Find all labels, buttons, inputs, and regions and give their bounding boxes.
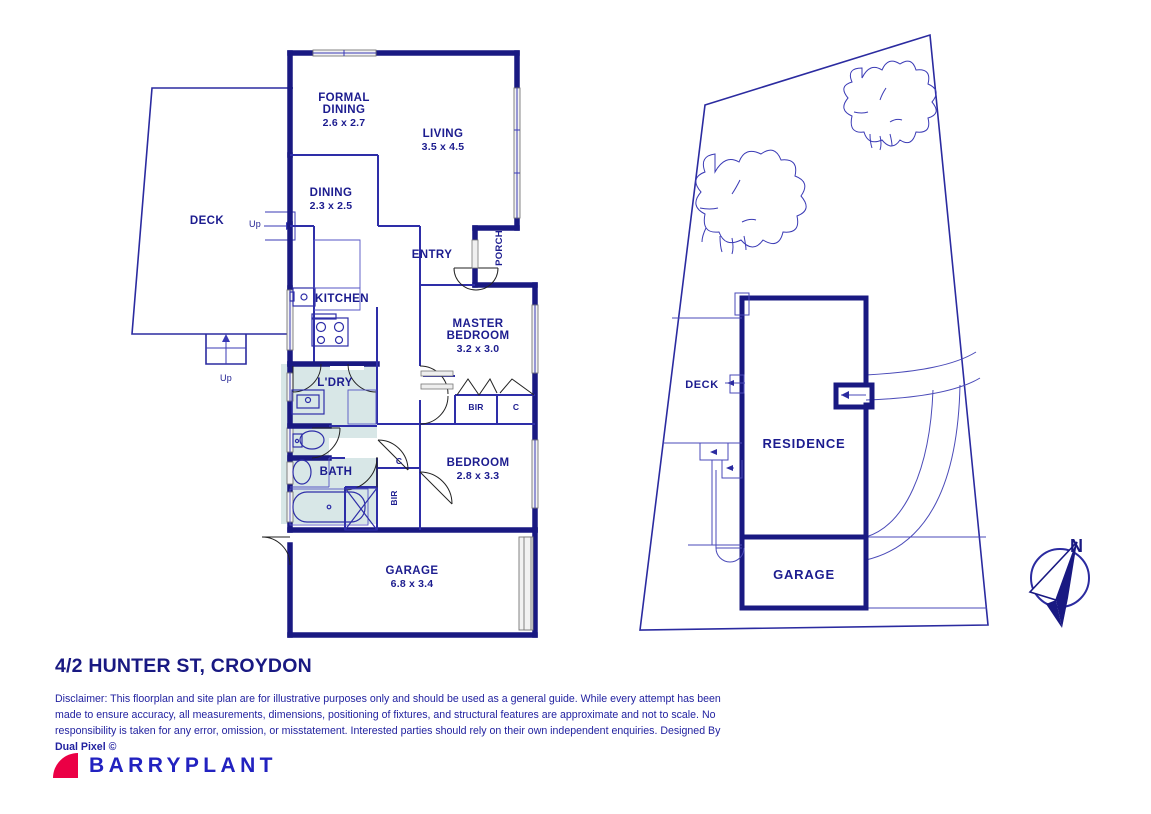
barryplant-logo-text: BARRYPLANT [89, 753, 277, 777]
bath-label: BATH [320, 466, 353, 478]
master-wardrobe-doors [456, 378, 535, 396]
porch-label: PORCH [494, 230, 505, 266]
site-residence-block [739, 295, 875, 611]
kitchen-label: KITCHEN [315, 293, 369, 305]
deck-outline [131, 87, 293, 365]
door-swings [261, 239, 499, 566]
site-arrows [710, 292, 866, 471]
disclaimer-body: Disclaimer: This floorplan and site plan… [55, 693, 721, 738]
wet-area-tint [281, 364, 377, 524]
disclaimer-text: Disclaimer: This floorplan and site plan… [55, 691, 735, 755]
site-driveway [865, 351, 987, 609]
site-boundary [639, 33, 989, 631]
ldry-label: L'DRY [317, 377, 353, 389]
bedroom2-bir-label: BIR [389, 490, 399, 505]
toilet-fixture [292, 430, 325, 450]
site-garage-label: GARAGE [773, 567, 835, 582]
master-bir-label: BIR [468, 402, 483, 412]
formal-dining-dim: 2.6 x 2.7 [323, 117, 366, 129]
window-master [531, 304, 539, 374]
barryplant-logo-icon [53, 753, 78, 778]
disclaimer-designer: Dual Pixel © [55, 741, 117, 754]
site-residence-label: RESIDENCE [762, 436, 845, 451]
step-up-label: Up [220, 373, 232, 383]
master-c-label: C [513, 402, 519, 412]
laundry-trough [291, 389, 325, 415]
formal-dining-label-2: DINING [323, 104, 366, 116]
tree-icon-right [843, 60, 937, 151]
bedroom2-dim: 2.8 x 3.3 [457, 470, 500, 482]
shower-fixture [344, 487, 378, 531]
tree-icon-left [695, 149, 807, 255]
barryplant-logo[interactable]: BARRYPLANT [53, 753, 277, 778]
master-label-1: MASTER [453, 318, 504, 330]
site-deck-label: DECK [685, 379, 719, 391]
dining-dim: 2.3 x 2.5 [310, 200, 353, 212]
window-living [513, 87, 521, 219]
site-deck-lines [663, 317, 745, 563]
deck-up-label: Up [249, 219, 261, 229]
page-title: 4/2 HUNTER ST, CROYDON [55, 655, 312, 677]
window-formal-dining [312, 49, 377, 57]
window-bedroom2 [531, 439, 539, 509]
deck-label: DECK [190, 215, 224, 227]
living-dim: 3.5 x 4.5 [422, 141, 465, 153]
garage-label: GARAGE [386, 565, 439, 577]
compass-rose [1028, 541, 1090, 628]
kitchen-sink [289, 287, 316, 307]
basin-fixture [290, 458, 330, 488]
footer-text-block: 4/2 HUNTER ST, CROYDON Disclaimer: This … [55, 655, 755, 755]
window-wc [286, 427, 294, 453]
dining-label: DINING [310, 187, 353, 199]
garage-roller-door [518, 536, 534, 631]
kitchen-cooktop [311, 313, 349, 347]
master-dim: 3.2 x 3.0 [457, 343, 500, 355]
compass-north-label: N [1070, 536, 1083, 556]
master-label-2: BEDROOM [447, 330, 510, 342]
living-label: LIVING [423, 128, 464, 140]
bedroom2-c-label: C [396, 456, 402, 466]
formal-dining-label-1: FORMAL [318, 92, 370, 104]
garage-dim: 6.8 x 3.4 [391, 578, 434, 590]
bedroom2-label: BEDROOM [447, 457, 510, 469]
doorway-gaps [330, 366, 423, 400]
bathtub-fixture [289, 488, 369, 526]
laundry-cupboard [347, 389, 377, 425]
kitchen-bench [313, 239, 361, 311]
entry-label: ENTRY [412, 249, 453, 261]
